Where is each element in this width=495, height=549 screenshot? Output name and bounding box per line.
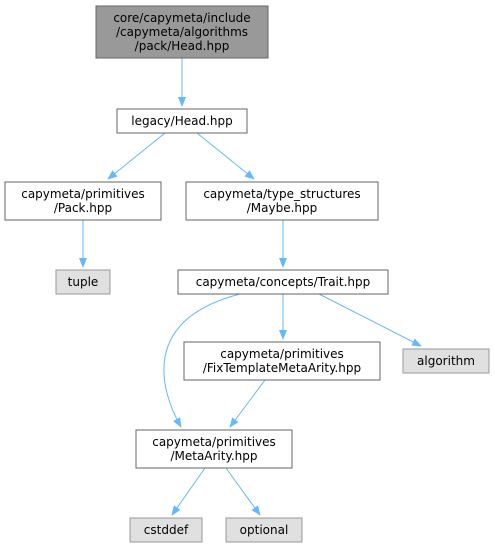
- node-label: tuple: [68, 275, 99, 289]
- node-box: [135, 429, 293, 469]
- node-legacy[interactable]: legacy/Head.hpp: [116, 108, 248, 134]
- edge-trait-to-metaarity: [163, 293, 241, 428]
- node-label: capymeta/type_structures: [203, 187, 360, 201]
- edges-layer: [79, 58, 422, 516]
- nodes-layer: core/capymeta/include/capymeta/algorithm…: [4, 5, 490, 543]
- edge-metaarity-to-optional: [225, 467, 261, 516]
- node-label: capymeta/primitives: [152, 435, 276, 449]
- edge-metaarity-to-cstddef: [171, 467, 206, 516]
- node-label: /Pack.hpp: [54, 201, 112, 215]
- node-optional: optional: [225, 517, 303, 543]
- edge-legacy-to-pack: [107, 132, 166, 180]
- node-label: optional: [240, 523, 289, 537]
- node-label: legacy/Head.hpp: [131, 114, 232, 128]
- edge-fixtemplate-to-metaarity: [229, 379, 266, 428]
- node-pack[interactable]: capymeta/primitives/Pack.hpp: [4, 181, 162, 221]
- node-trait[interactable]: capymeta/concepts/Trait.hpp: [177, 269, 389, 295]
- node-box: [95, 5, 269, 59]
- node-label: /MetaArity.hpp: [170, 449, 257, 463]
- node-box: [116, 108, 248, 134]
- node-label: /pack/Head.hpp: [135, 39, 230, 53]
- node-box: [4, 181, 162, 221]
- node-root: core/capymeta/include/capymeta/algorithm…: [95, 5, 269, 59]
- edge-trait-to-algorithm: [318, 293, 422, 347]
- node-algorithm: algorithm: [402, 348, 490, 374]
- node-label: /Maybe.hpp: [247, 201, 318, 215]
- node-cstddef: cstddef: [129, 517, 203, 543]
- node-label: core/capymeta/include: [113, 11, 250, 25]
- node-label: /FixTemplateMetaArity.hpp: [203, 361, 361, 375]
- node-box: [402, 348, 490, 374]
- node-label: algorithm: [417, 354, 475, 368]
- node-label: capymeta/primitives: [21, 187, 145, 201]
- node-label: /capymeta/algorithms: [116, 25, 248, 39]
- node-tuple: tuple: [55, 269, 111, 295]
- node-metaarity[interactable]: capymeta/primitives/MetaArity.hpp: [135, 429, 293, 469]
- node-box: [129, 517, 203, 543]
- node-fixtemplate[interactable]: capymeta/primitives/FixTemplateMetaArity…: [183, 341, 381, 381]
- node-box: [177, 269, 389, 295]
- edge-legacy-to-maybe: [196, 132, 255, 180]
- node-label: capymeta/concepts/Trait.hpp: [196, 275, 371, 289]
- node-box: [55, 269, 111, 295]
- node-box: [225, 517, 303, 543]
- node-box: [183, 341, 381, 381]
- node-maybe[interactable]: capymeta/type_structures/Maybe.hpp: [185, 181, 379, 221]
- node-label: cstddef: [144, 523, 189, 537]
- node-box: [185, 181, 379, 221]
- node-label: capymeta/primitives: [220, 347, 344, 361]
